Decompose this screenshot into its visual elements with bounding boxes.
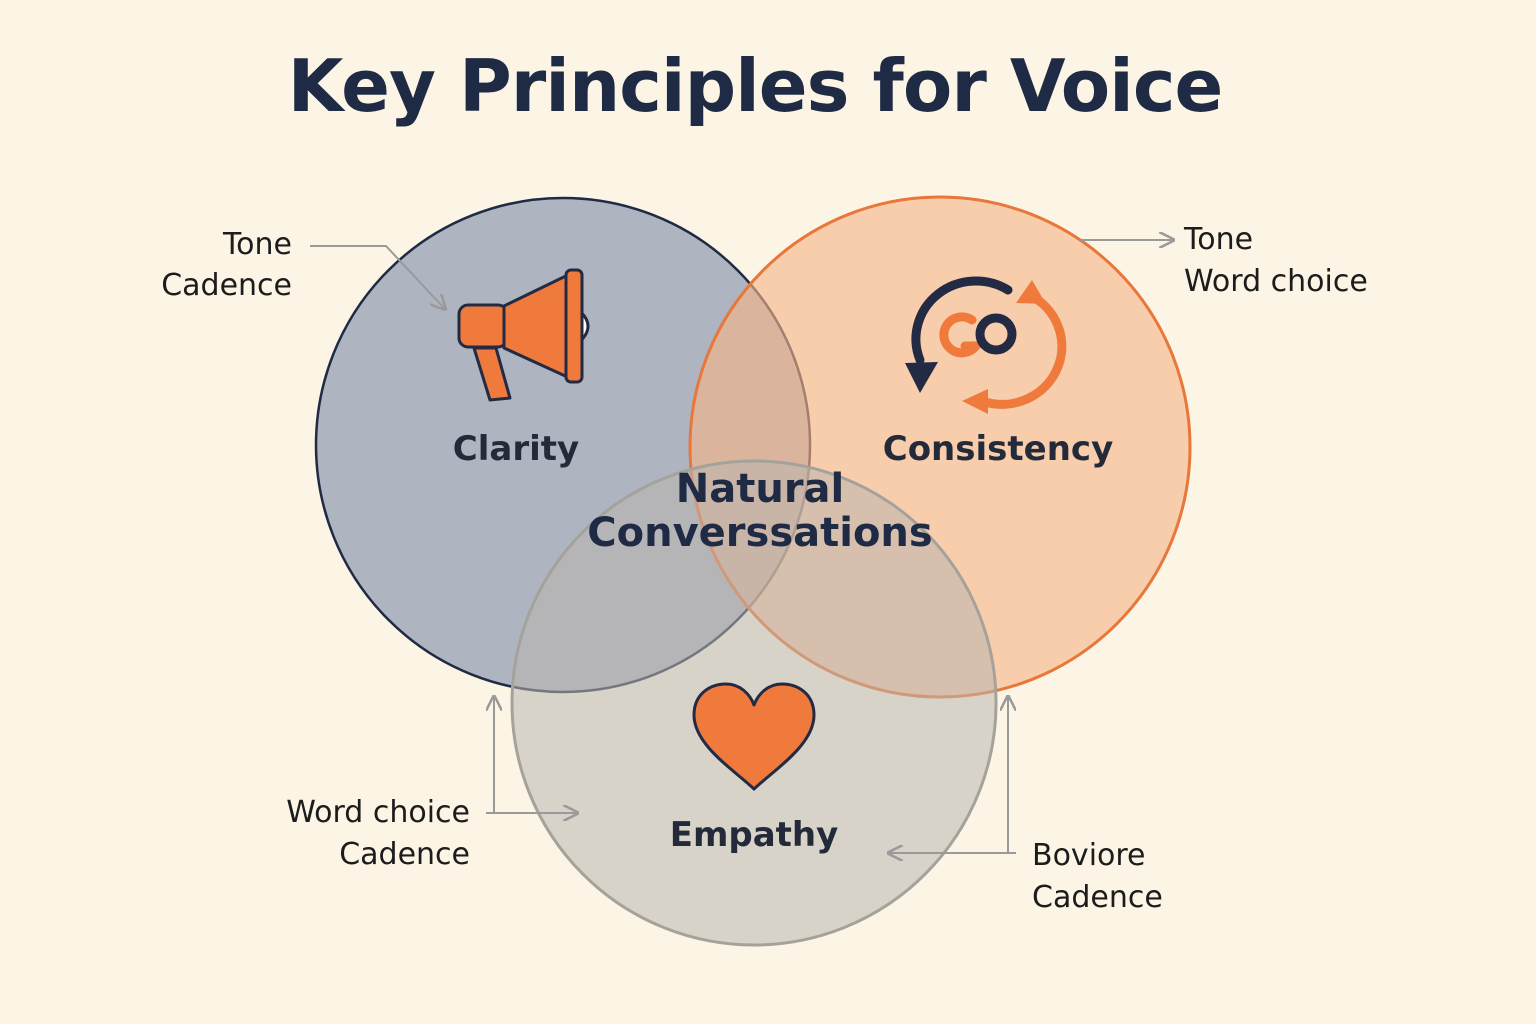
cycle-arrows-icon	[905, 276, 1067, 414]
connector-top-left	[310, 245, 444, 308]
annotation-bottom-left-line2: Cadence	[339, 837, 470, 872]
annotation-top-left-line2: Cadence	[161, 268, 292, 303]
annotation-bottom-right-line1: Boviore	[1032, 838, 1146, 873]
center-label-line2: Converssations	[587, 510, 932, 556]
megaphone-icon	[457, 268, 590, 402]
heart-icon	[692, 682, 816, 791]
annotation-bottom-right-line2: Cadence	[1032, 880, 1163, 915]
clarity-label: Clarity	[453, 429, 579, 469]
consistency-label: Consistency	[883, 429, 1113, 469]
annotation-top-left-line1: Tone	[222, 227, 292, 262]
annotation-top-right-line2: Word choice	[1184, 264, 1368, 299]
annotation-top-right-line1: Tone	[1183, 222, 1253, 257]
center-label-line1: Natural	[676, 466, 845, 512]
empathy-label: Empathy	[670, 815, 839, 855]
annotation-bottom-left-line1: Word choice	[286, 795, 470, 830]
page-title: Key Principles for Voice	[287, 44, 1224, 128]
